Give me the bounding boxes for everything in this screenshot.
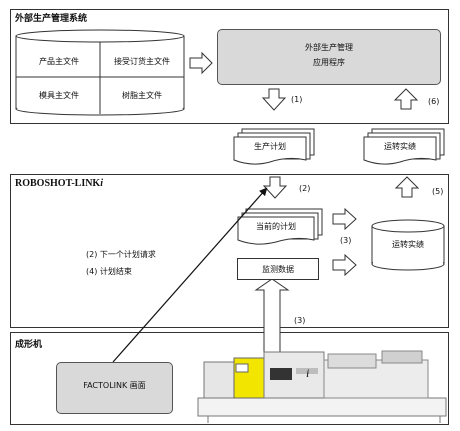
- step5-label: (5): [432, 187, 444, 196]
- current-plan-label: 当前的计划: [256, 222, 296, 231]
- product-master-label: 产品主文件: [39, 57, 79, 66]
- application-box: [217, 29, 441, 85]
- operation-result-database: [371, 219, 445, 271]
- step3-right-label: (3): [340, 236, 352, 245]
- factolink-label: FACTOLINK 画面: [83, 381, 146, 390]
- master-file-database: [15, 29, 185, 116]
- operation-result-top-label: 运转实绩: [384, 142, 416, 151]
- roboshot-title-suffix: i: [100, 178, 103, 189]
- arrow-step3-up: [254, 278, 290, 356]
- step3-bottom-label: (3): [294, 316, 306, 325]
- next-plan-request-label: (2) 下一个计划请求: [86, 250, 156, 259]
- step1-label: (1): [291, 95, 303, 104]
- resin-master-label: 树脂主文件: [122, 91, 162, 100]
- arrow-step1: [261, 88, 287, 111]
- arrow-monitor-to-result: [332, 253, 357, 277]
- mold-master-label: 模具主文件: [39, 91, 79, 100]
- production-plan-doc-stack: [233, 128, 315, 165]
- current-plan-doc-stack: [237, 208, 323, 245]
- arrow-step5: [394, 176, 420, 198]
- arrow-db-to-app: [189, 51, 213, 75]
- roboshot-title: ROBOSHOT-LINKi: [15, 178, 103, 189]
- external-system-title: 外部生产管理系统: [15, 14, 88, 24]
- arrow-step2: [262, 176, 288, 199]
- plan-end-label: (4) 计划结束: [86, 267, 132, 276]
- step6-label: (6): [428, 97, 440, 106]
- arrow-step6: [393, 88, 419, 110]
- production-plan-label: 生产计划: [254, 142, 286, 151]
- roboshot-title-text: ROBOSHOT-LINK: [15, 178, 101, 189]
- order-master-label: 接受订货主文件: [114, 57, 170, 66]
- factolink-request-line: [112, 187, 268, 363]
- machine-badge: i: [306, 366, 310, 380]
- step2-label: (2): [299, 184, 311, 193]
- app-title-line1: 外部生产管理: [305, 43, 353, 52]
- arrow-plan-to-result: [332, 207, 357, 231]
- molding-machine-title: 成形机: [15, 340, 43, 350]
- factolink-screen-box: [56, 362, 173, 414]
- operation-result-db-label: 运转实绩: [392, 240, 424, 249]
- app-title-line2: 应用程序: [313, 58, 345, 67]
- operation-result-doc-stack: [363, 128, 445, 165]
- monitor-data-box: [237, 258, 319, 280]
- injection-molding-machine: [197, 350, 447, 423]
- monitor-data-label: 监测数据: [262, 265, 294, 274]
